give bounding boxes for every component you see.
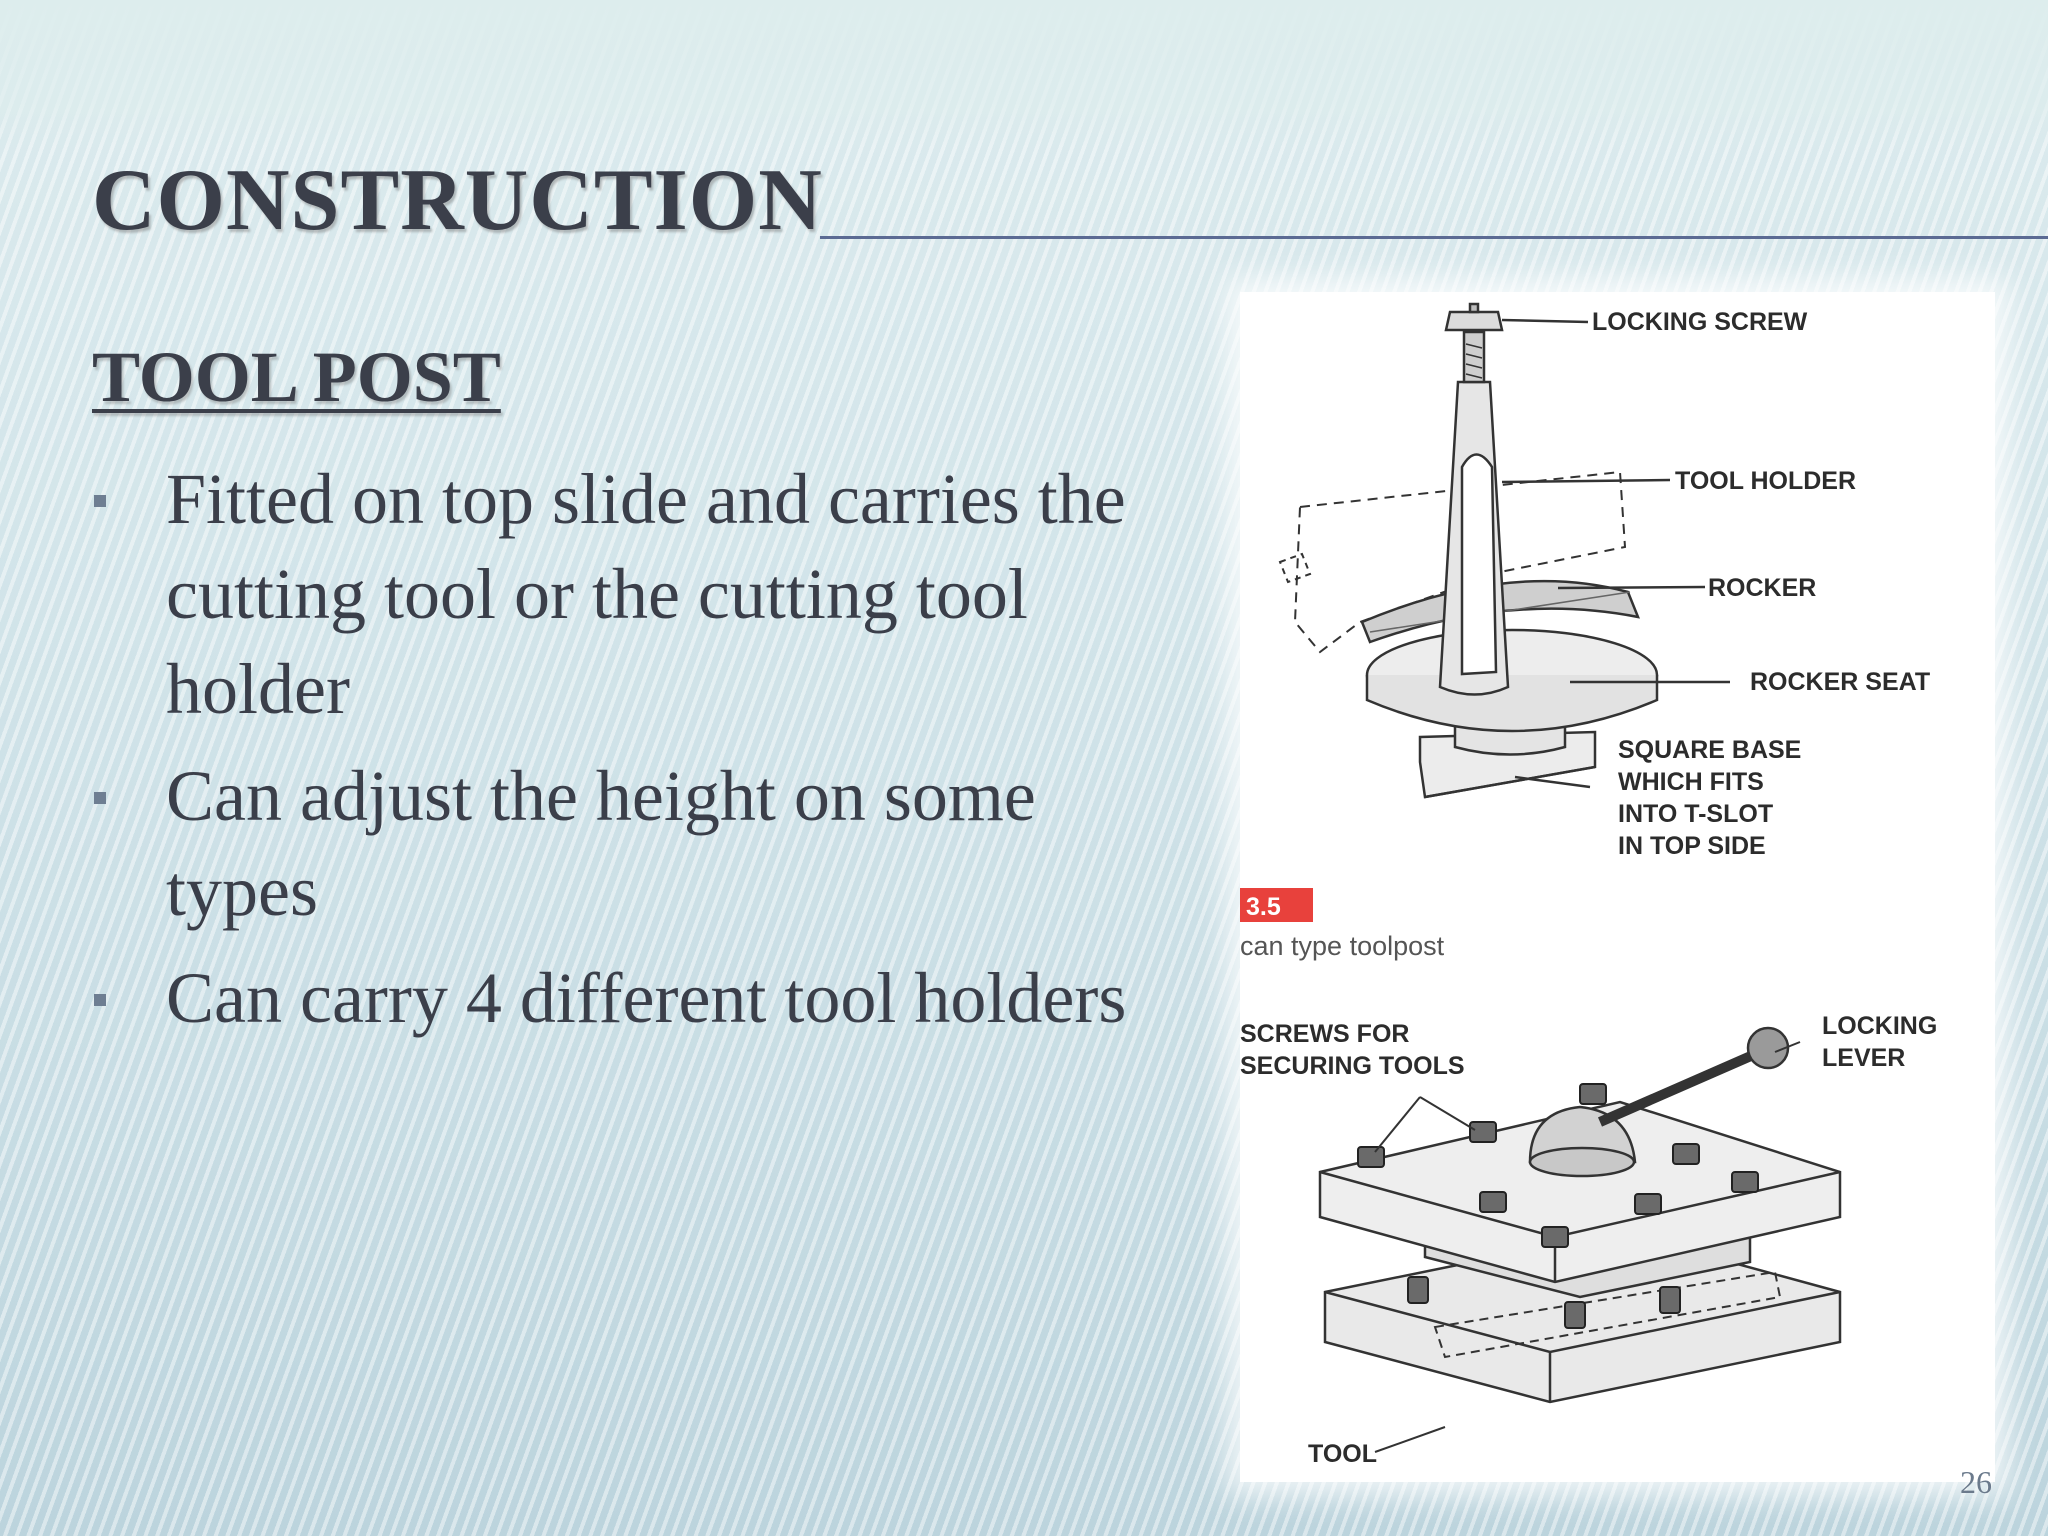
- label-square-base-4: IN TOP SIDE: [1618, 832, 1766, 860]
- label-screws-1: SCREWS FOR: [1240, 1020, 1409, 1048]
- bullet-item: Can carry 4 different tool holders: [92, 951, 1152, 1046]
- label-rocker-seat: ROCKER SEAT: [1750, 668, 1930, 696]
- top-band: [0, 0, 2048, 150]
- square-bullet-icon: [94, 495, 106, 507]
- label-locking-lever-1: LOCKING: [1822, 1012, 1937, 1040]
- label-locking-lever-2: LEVER: [1822, 1044, 1905, 1072]
- label-tool-holder: TOOL HOLDER: [1675, 467, 1856, 495]
- bullet-text: Can carry 4 different tool holders: [166, 958, 1127, 1038]
- slide-subtitle: TOOL POST: [92, 337, 501, 417]
- bullet-text: Fitted on top slide and carries the cutt…: [166, 459, 1126, 729]
- label-rocker: ROCKER: [1708, 574, 1816, 602]
- label-square-base-1: SQUARE BASE: [1618, 736, 1801, 764]
- label-screws-2: SECURING TOOLS: [1240, 1052, 1465, 1080]
- label-locking-screw: LOCKING SCREW: [1592, 308, 1808, 336]
- figure-number: 3.5: [1246, 893, 1281, 921]
- bullet-item: Can adjust the height on some types: [92, 749, 1152, 939]
- figure-caption: can type toolpost: [1240, 931, 1445, 961]
- toolpost-figure: LOCKING SCREW TOOL HOLDER ROCKER ROCKER …: [1240, 292, 1995, 1482]
- bullet-text: Can adjust the height on some types: [166, 756, 1036, 931]
- bullet-item: Fitted on top slide and carries the cutt…: [92, 452, 1152, 737]
- title-rule: [820, 236, 2048, 239]
- label-tool: TOOL: [1308, 1440, 1377, 1468]
- bullet-list: Fitted on top slide and carries the cutt…: [92, 452, 1152, 1058]
- toolpost-illustration: LOCKING SCREW TOOL HOLDER ROCKER ROCKER …: [1240, 302, 1937, 1468]
- figure-number-badge: [1240, 888, 1313, 922]
- slide-title: CONSTRUCTION: [92, 152, 823, 249]
- square-bullet-icon: [94, 792, 106, 804]
- label-square-base-2: WHICH FITS: [1618, 768, 1764, 796]
- label-square-base-3: INTO T-SLOT: [1618, 800, 1773, 828]
- square-bullet-icon: [94, 994, 106, 1006]
- page-number: 26: [1960, 1464, 1992, 1500]
